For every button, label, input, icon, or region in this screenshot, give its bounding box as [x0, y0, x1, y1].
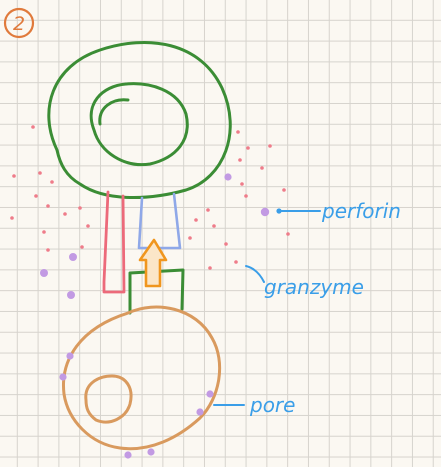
granzyme-pointer-line — [245, 265, 265, 283]
granzyme-dot — [78, 206, 82, 210]
granzyme-dot — [246, 146, 250, 150]
granzyme-dot — [42, 230, 46, 234]
granzyme-dot — [236, 130, 240, 134]
killer-cell — [47, 40, 232, 200]
granzyme-dots — [10, 125, 290, 270]
target-cell-nucleus — [84, 374, 133, 424]
perforin-dot — [206, 390, 214, 398]
red-receptor — [102, 190, 126, 294]
perforin-dot — [147, 448, 155, 456]
step-number: 2 — [13, 13, 25, 35]
perforin-dot — [69, 253, 77, 261]
perforin-dot — [67, 291, 75, 299]
perforin-dot — [40, 269, 48, 277]
granzyme-dot — [224, 242, 228, 246]
step-circle — [3, 7, 35, 39]
granzyme-dot — [244, 194, 248, 198]
step-badge: 2 — [3, 7, 35, 39]
granzyme-dot — [260, 166, 264, 170]
granzyme-dot — [212, 224, 216, 228]
perforin-dot — [59, 373, 67, 381]
granzyme-dot — [10, 216, 14, 220]
granzyme-label: granzyme — [264, 275, 364, 299]
killer-cell-nucleus-inner — [98, 98, 130, 126]
granzyme-dot — [50, 180, 54, 184]
granzyme-dot — [208, 266, 212, 270]
blue-receptor — [137, 192, 182, 250]
granzyme-dot — [38, 171, 42, 175]
pore-label: pore — [249, 393, 295, 417]
perforin-callout: perforin — [276, 199, 401, 223]
granzyme-dot — [286, 232, 290, 236]
granzyme-dot — [268, 144, 272, 148]
perforin-dot — [66, 352, 74, 360]
granzyme-dot — [238, 158, 242, 162]
granzyme-dot — [80, 245, 84, 249]
perforin-dot — [260, 207, 270, 217]
target-cell — [62, 305, 222, 451]
granzyme-arrow — [138, 238, 168, 288]
granzyme-dot — [206, 208, 210, 212]
granzyme-dot — [12, 174, 16, 178]
killer-cell-nucleus — [89, 82, 189, 167]
perforin-dots — [40, 173, 270, 459]
granzyme-dot — [188, 236, 192, 240]
pore-callout: pore — [213, 393, 295, 417]
granzyme-dot — [282, 188, 286, 192]
killer-cell-membrane — [47, 40, 232, 200]
target-cell-membrane — [62, 305, 222, 451]
granzyme-dot — [46, 204, 50, 208]
granzyme-dot — [34, 194, 38, 198]
granzyme-dot — [31, 125, 35, 129]
granzyme-dot — [240, 182, 244, 186]
perforin-dot — [124, 451, 132, 459]
granzyme-dot — [46, 248, 50, 252]
granzyme-dot — [194, 218, 198, 222]
granzyme-callout: granzyme — [245, 265, 364, 299]
granzyme-dot — [86, 224, 90, 228]
granzyme-dot — [234, 260, 238, 264]
perforin-dot — [224, 173, 232, 181]
perforin-dot — [196, 408, 204, 416]
perforin-label: perforin — [321, 199, 401, 223]
granzyme-dot — [63, 212, 67, 216]
